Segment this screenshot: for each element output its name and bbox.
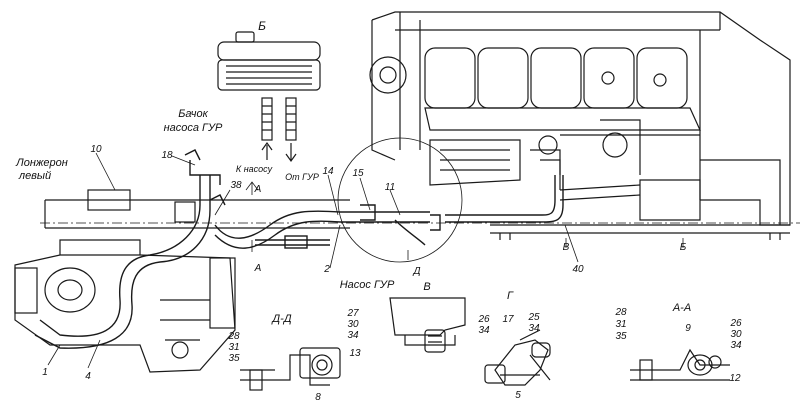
callout-38: 38: [230, 180, 242, 191]
aa-right-3: 34: [730, 340, 742, 351]
from-gur-label: От ГУР: [285, 172, 319, 182]
to-pump-label: К насосу: [236, 164, 273, 174]
steering-gear: [14, 239, 236, 373]
dd-left-1: 28: [227, 331, 240, 342]
aa-right-2: 30: [730, 329, 742, 340]
callout-14: 14: [322, 166, 334, 177]
g-left-2: 34: [478, 325, 490, 336]
longeron-label-line1: Лонжерон: [15, 157, 68, 169]
dd-right-2: 30: [347, 319, 359, 330]
section-v-mark: В: [563, 242, 570, 253]
chassis-frame-rail: [44, 189, 790, 240]
aa-right-1: 26: [729, 318, 742, 329]
g-callout-17: 17: [502, 314, 514, 325]
leader-lines: [47, 152, 684, 369]
dd-right-3: 34: [347, 330, 359, 341]
callout-4: 4: [85, 371, 91, 382]
dd-callout-13: 13: [349, 348, 361, 359]
dd-right-1: 27: [346, 308, 359, 319]
pump-detail: [389, 297, 466, 353]
aa-callout-12: 12: [729, 373, 741, 384]
section-b-mark: Б: [680, 242, 687, 253]
section-d-mark: Д: [412, 266, 420, 277]
section-g: [484, 329, 551, 386]
to-pump-arrow: [261, 141, 273, 160]
callout-11: 11: [385, 182, 395, 193]
aa-left-3: 35: [615, 331, 627, 342]
view-aa-title: А-А: [672, 302, 691, 314]
view-dd-title: Д-Д: [270, 313, 291, 325]
pump-label: Насос ГУР: [340, 279, 395, 291]
aa-callout-9: 9: [685, 323, 691, 334]
callout-10: 10: [90, 144, 102, 155]
aa-left-1: 28: [614, 307, 627, 318]
reservoir-tank: [217, 31, 321, 141]
dd-left-2: 31: [228, 342, 239, 353]
callout-2: 2: [323, 264, 330, 275]
g-right-2: 34: [528, 323, 540, 334]
from-gur-arrow: [285, 143, 297, 163]
callout-15: 15: [352, 168, 364, 179]
aa-left-2: 31: [615, 319, 626, 330]
section-a-top: А: [254, 184, 262, 195]
section-a-bottom: А: [254, 263, 262, 274]
tank-label-line2: насоса ГУР: [164, 122, 223, 134]
callout-1: 1: [42, 367, 48, 378]
longeron-label-line2: левый: [18, 170, 51, 182]
g-left-1: 26: [477, 314, 490, 325]
dd-callout-8: 8: [315, 392, 321, 403]
callout-40: 40: [572, 264, 584, 275]
view-g-title: Г: [507, 290, 514, 302]
g-right-1: 25: [527, 312, 540, 323]
g-callout-5: 5: [515, 390, 521, 401]
section-dd: [240, 347, 341, 391]
view-b-title: Б: [258, 19, 266, 33]
callout-18: 18: [161, 150, 173, 161]
dd-left-3: 35: [228, 353, 240, 364]
section-aa: [630, 348, 730, 381]
view-v-title: В: [423, 281, 430, 293]
detail-circle: [337, 137, 463, 263]
engine-block: [369, 11, 791, 226]
hoses: [34, 149, 564, 349]
tank-label-line1: Бачок: [178, 108, 208, 120]
